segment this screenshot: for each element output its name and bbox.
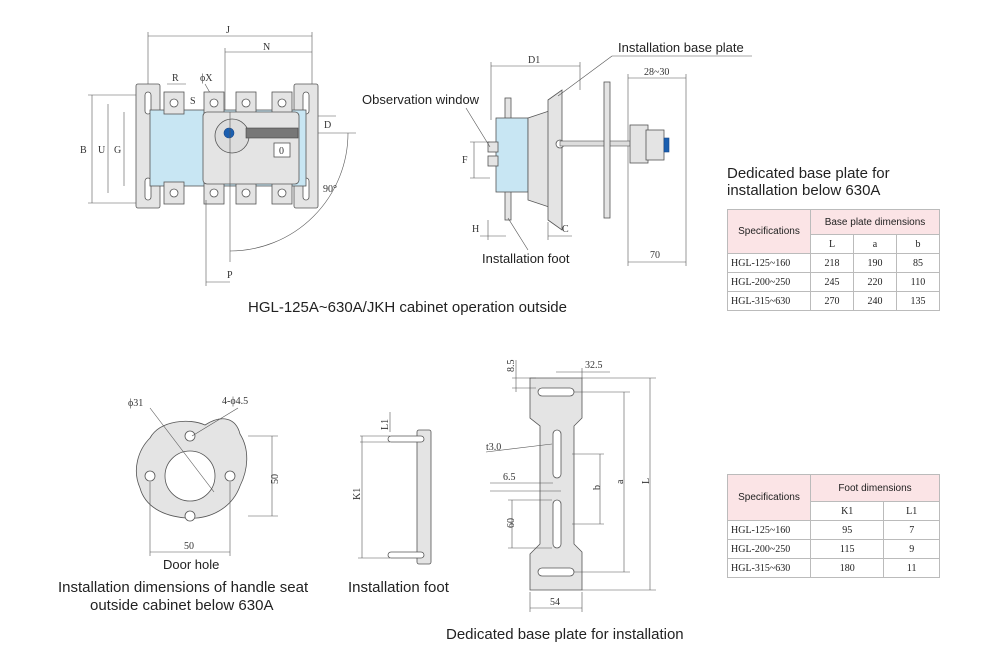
table2-col-k1: K1 xyxy=(809,501,885,521)
switch-side-view: D1 28~30 Installation base plate Observa… xyxy=(362,40,752,266)
table-cell: 115 xyxy=(809,539,885,559)
table-row: HGL-125~160 95 7 xyxy=(727,520,940,540)
table2-spec: HGL-125~160 xyxy=(727,520,811,540)
dim-60: 60 xyxy=(506,518,517,528)
dim-a: a xyxy=(615,479,626,484)
table1-col-b: b xyxy=(896,234,940,254)
dim-70: 70 xyxy=(650,250,660,261)
dim-f: F xyxy=(462,155,468,166)
label-observation-window: Observation window xyxy=(362,92,480,107)
table1-spec: HGL-200~250 xyxy=(727,272,811,292)
table-cell: 220 xyxy=(853,272,897,292)
table-row: HGL-315~630 180 11 xyxy=(727,558,940,578)
dim-j: J xyxy=(226,25,230,36)
table2-spec: HGL-315~630 xyxy=(727,558,811,578)
table-cell: 110 xyxy=(896,272,940,292)
dim-28-30: 28~30 xyxy=(644,67,669,78)
table-row: HGL-200~250 245 220 110 xyxy=(727,272,940,292)
dim-n: N xyxy=(263,42,270,53)
table1-title: Dedicated base plate for installation be… xyxy=(727,165,890,199)
dim-h: H xyxy=(472,224,479,235)
switch-indicator-0: 0 xyxy=(279,146,284,157)
table-cell: 180 xyxy=(809,558,885,578)
table-cell: 7 xyxy=(883,520,940,540)
table2-group-header: Foot dimensions xyxy=(810,474,940,502)
dim-p: P xyxy=(227,270,233,281)
table-cell: 270 xyxy=(810,291,854,311)
table-cell: 245 xyxy=(810,272,854,292)
table1-spec: HGL-125~160 xyxy=(727,253,811,273)
dim-r: R xyxy=(172,73,179,84)
caption-top-drawing: HGL-125A~630A/JKH cabinet operation outs… xyxy=(248,299,567,316)
table1-group-header: Base plate dimensions xyxy=(810,209,940,235)
table2-spec-header: Specifications xyxy=(727,474,811,521)
table-cell: 85 xyxy=(896,253,940,273)
caption-base-plate: Dedicated base plate for installation xyxy=(446,626,684,643)
dim-s: S xyxy=(190,96,196,107)
dim-d1: D1 xyxy=(528,55,540,66)
base-plate-dimensions-table: Specifications Base plate dimensions L a… xyxy=(727,209,940,311)
table-cell: 240 xyxy=(853,291,897,311)
table1-spec: HGL-315~630 xyxy=(727,291,811,311)
base-plate-drawing: 8.5 32.5 t3.0 6.5 60 54 b a L xyxy=(485,360,656,612)
label-installation-base-plate: Installation base plate xyxy=(618,40,744,55)
door-hole-drawing: ϕ31 4-ϕ4.5 50 50 Door hole xyxy=(128,396,281,572)
table-cell: 135 xyxy=(896,291,940,311)
dim-angle: 90° xyxy=(323,184,337,195)
dim-50-vertical: 50 xyxy=(270,474,281,484)
table-row: HGL-200~250 115 9 xyxy=(727,539,940,559)
table2-spec: HGL-200~250 xyxy=(727,539,811,559)
table-cell: 9 xyxy=(883,539,940,559)
dim-l: L xyxy=(641,478,652,484)
table1-spec-header: Specifications xyxy=(727,209,811,254)
table-cell: 11 xyxy=(883,558,940,578)
switch-front-view: J N R ϕX S B U G xyxy=(80,25,356,286)
dim-c: C xyxy=(562,224,569,235)
table-row: HGL-315~630 270 240 135 xyxy=(727,291,940,311)
dim-8-5: 8.5 xyxy=(506,360,517,373)
table1-title-line2: installation below 630A xyxy=(727,182,881,199)
foot-dimensions-table: Specifications Foot dimensions K1 L1 HGL… xyxy=(727,474,940,578)
dim-b: b xyxy=(592,485,603,490)
table-cell: 190 xyxy=(853,253,897,273)
table-cell: 218 xyxy=(810,253,854,273)
dim-g: G xyxy=(114,145,121,156)
caption-installation-foot: Installation foot xyxy=(348,579,450,596)
table-cell: 95 xyxy=(809,520,885,540)
dim-50-horizontal: 50 xyxy=(184,541,194,552)
dim-32-5: 32.5 xyxy=(585,360,603,371)
dim-phix: ϕX xyxy=(200,73,213,84)
caption-door-hole-2: outside cabinet below 630A xyxy=(90,597,273,614)
dim-d: D xyxy=(324,120,331,131)
dim-54: 54 xyxy=(550,597,560,608)
dim-phi31: ϕ31 xyxy=(128,398,143,409)
installation-foot-drawing: L1 K1 xyxy=(352,412,432,565)
table1-col-a: a xyxy=(853,234,897,254)
dim-u: U xyxy=(98,145,106,156)
table-row: HGL-125~160 218 190 85 xyxy=(727,253,940,273)
dim-4-holes: 4-ϕ4.5 xyxy=(222,396,248,407)
dim-6-5: 6.5 xyxy=(503,472,516,483)
label-door-hole: Door hole xyxy=(163,557,219,572)
label-installation-foot: Installation foot xyxy=(482,251,570,266)
dim-l1: L1 xyxy=(380,419,391,430)
dim-b: B xyxy=(80,145,87,156)
table1-col-l: L xyxy=(810,234,854,254)
dim-k1: K1 xyxy=(352,488,363,500)
table1-title-line1: Dedicated base plate for xyxy=(727,165,890,182)
table2-col-l1: L1 xyxy=(883,501,940,521)
caption-door-hole-1: Installation dimensions of handle seat xyxy=(58,579,309,596)
dim-t3: t3.0 xyxy=(486,442,501,453)
